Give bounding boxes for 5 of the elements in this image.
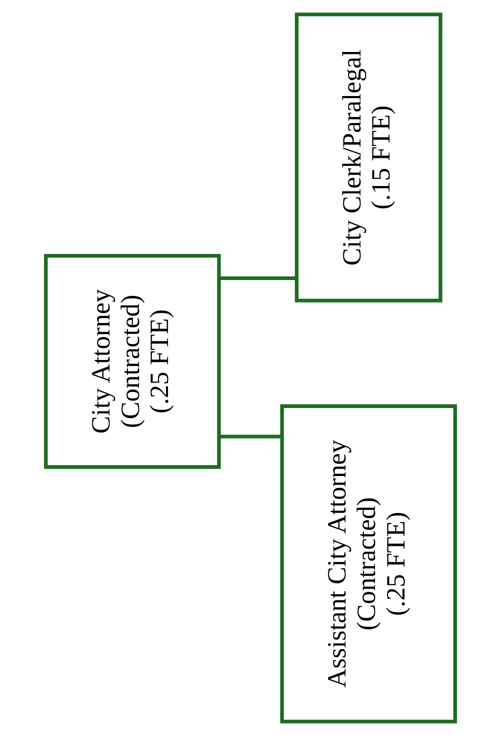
node-box: Assistant City Attorney (Contracted) (.25 FTE)	[280, 404, 456, 724]
node-box: City Attorney (Contracted) (.25 FTE)	[44, 254, 220, 469]
connector	[218, 276, 296, 280]
node-box: City Clerk/Paralegal (.15 FTE)	[294, 12, 442, 302]
connector	[218, 434, 282, 438]
